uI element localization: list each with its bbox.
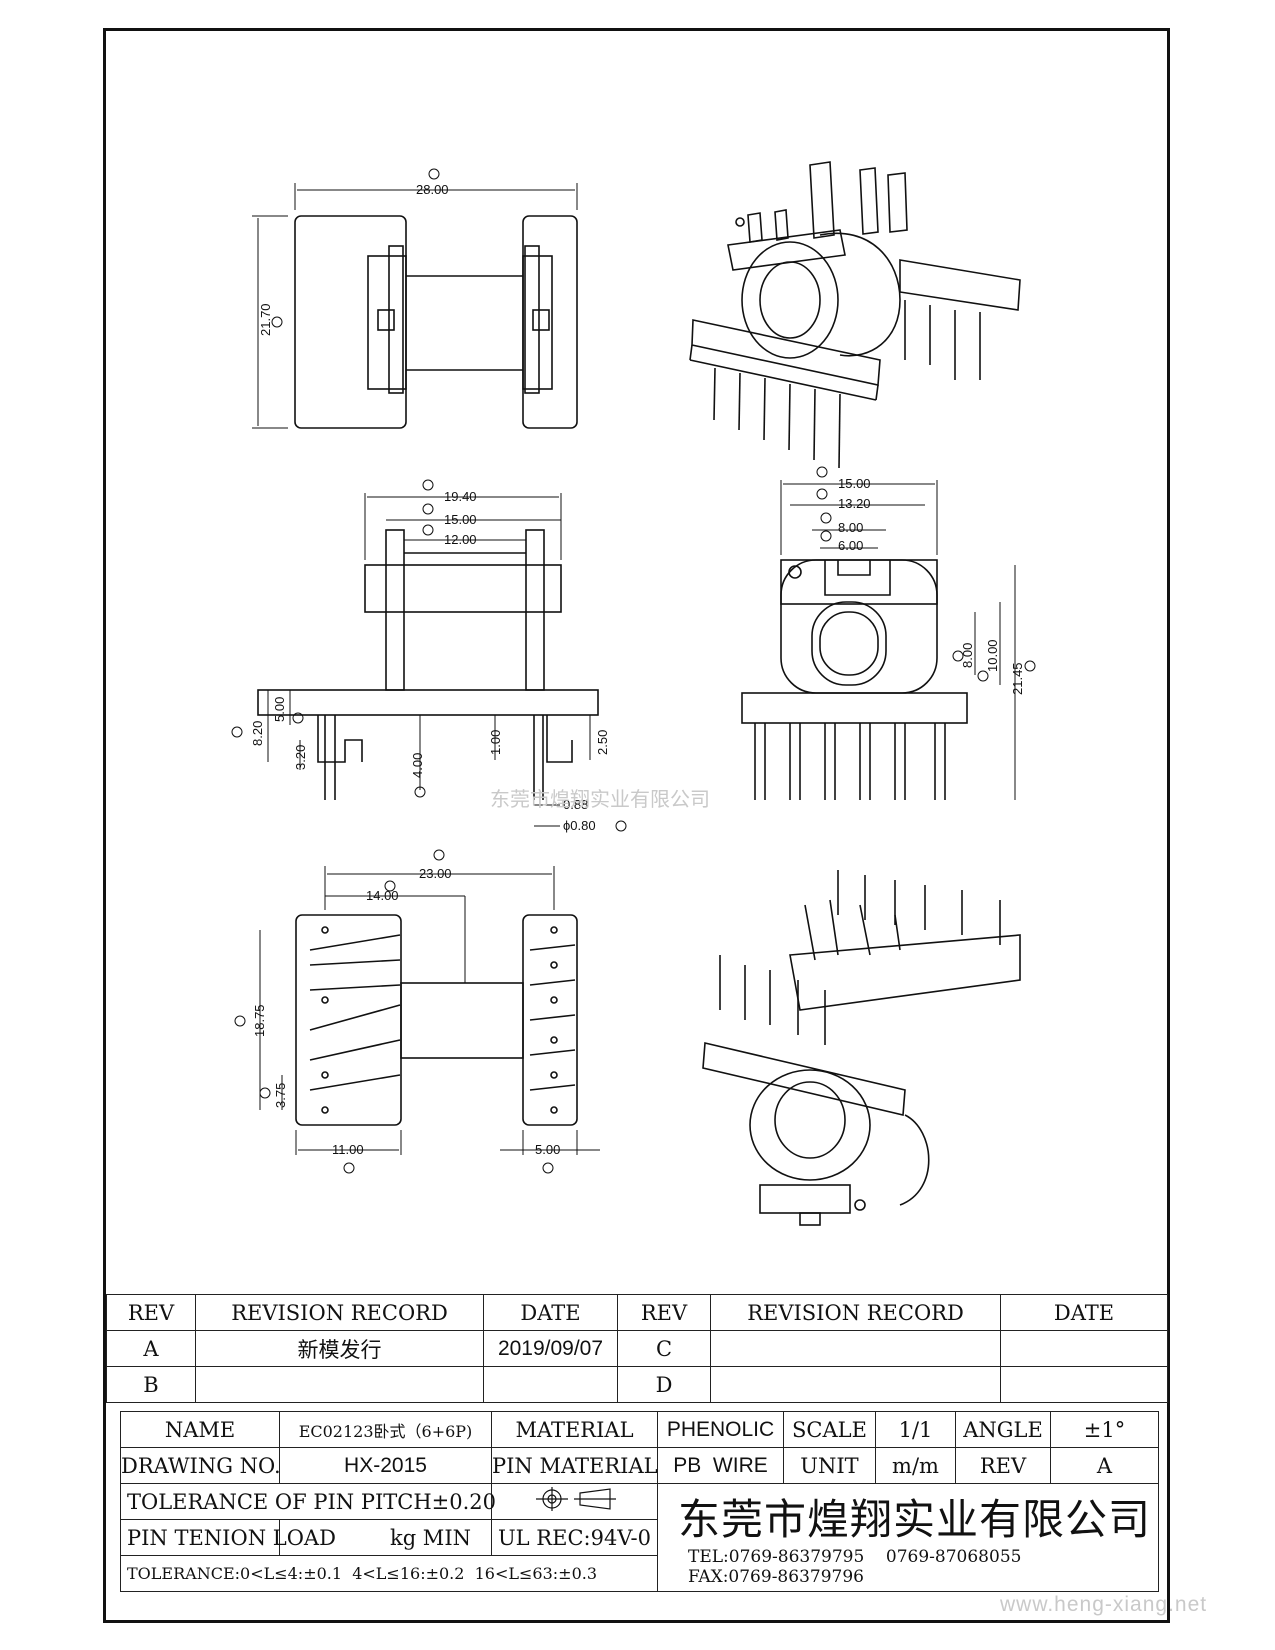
pin-material-value: PB WIRE <box>657 1447 784 1484</box>
company-fax: FAX:0769-86379796 <box>688 1567 864 1587</box>
side-view: 15.00 13.20 8.00 6.00 8.00 10.00 21.45 <box>741 466 1036 800</box>
revision-record-cell <box>195 1366 484 1403</box>
isometric-view-top <box>689 161 1021 469</box>
dim-b: 21.70 <box>258 303 273 336</box>
isometric-view-bottom <box>702 870 1021 1226</box>
drawing-no-label: DRAWING NO. <box>120 1447 281 1484</box>
bottom-view: 23.00 14.00 18.75 3.75 11.00 5.00 <box>234 849 600 1174</box>
rev-cell-2: C <box>617 1330 711 1367</box>
scale-value: 1/1 <box>875 1411 956 1448</box>
revision-record-header: REVISION RECORD <box>195 1294 484 1331</box>
dim-l: 0.88 <box>563 797 588 812</box>
revision-row: A 新模发行 2019/09/07 C <box>106 1330 1168 1367</box>
ul-rec: UL REC:94V-0 <box>491 1519 658 1556</box>
date-header: DATE <box>483 1294 618 1331</box>
dim-j: 1.00 <box>488 730 503 755</box>
rev-header-2: REV <box>617 1294 711 1331</box>
tolerance-pitch: TOLERANCE OF PIN PITCH±0.20 <box>120 1483 496 1520</box>
tolerance-general: TOLERANCE:0<L≤4:±0.1 4<L≤16:±0.2 16<L≤63… <box>120 1555 658 1592</box>
date-header-2: DATE <box>1000 1294 1168 1331</box>
dim-n: 15.00 <box>838 476 871 491</box>
unit-value: m/m <box>875 1447 956 1484</box>
name-label: NAME <box>120 1411 280 1448</box>
revision-table: REV REVISION RECORD DATE REV REVISION RE… <box>106 1294 1168 1403</box>
dim-f: 8.20 <box>250 721 265 746</box>
dim-m: ϕ0.80 <box>563 818 596 833</box>
date-cell: 2019/09/07 <box>483 1330 618 1367</box>
rev-header: REV <box>106 1294 196 1331</box>
rev-cell-2: D <box>617 1366 711 1403</box>
pin-load-unit: kg MIN <box>279 1519 492 1556</box>
pin-material-label: PIN MATERIAL <box>491 1447 658 1484</box>
angle-value: ±1° <box>1050 1411 1159 1448</box>
dim-x: 3.75 <box>273 1083 288 1108</box>
technical-drawing: 28.00 21.70 <box>231 161 1036 1226</box>
dim-u: 23.00 <box>419 866 452 881</box>
rev-cell: B <box>106 1366 196 1403</box>
dim-a: 28.00 <box>416 182 449 197</box>
dim-k: 2.50 <box>595 730 610 755</box>
drawing-no-value: HX-2015 <box>279 1447 492 1484</box>
revision-record-cell: 新模发行 <box>195 1330 484 1367</box>
dim-q: 6.00 <box>838 538 863 553</box>
dim-d: 15.00 <box>444 512 477 527</box>
revision-header-row: REV REVISION RECORD DATE REV REVISION RE… <box>106 1294 1168 1331</box>
scale-label: SCALE <box>783 1411 876 1448</box>
projection-symbol <box>491 1483 658 1520</box>
revision-record-header-2: REVISION RECORD <box>710 1294 1001 1331</box>
dim-w: 18.75 <box>252 1004 267 1037</box>
top-view: 28.00 21.70 <box>252 168 578 429</box>
front-view: 19.40 15.00 12.00 8.20 5.00 4.00 3.20 1.… <box>231 479 627 833</box>
revision-row: B D <box>106 1366 1168 1403</box>
pin-load-label: PIN TENION LOAD <box>120 1519 336 1556</box>
material-label: MATERIAL <box>491 1411 658 1448</box>
drawing-frame <box>103 28 1170 1623</box>
watermark-url: www.heng-xiang.net <box>1000 1593 1208 1616</box>
material-value: PHENOLIC <box>657 1411 784 1448</box>
revision-record-cell-2 <box>710 1330 1001 1367</box>
date-cell-2 <box>1000 1330 1168 1367</box>
revision-record-cell-2 <box>710 1366 1001 1403</box>
rev-value: A <box>1050 1447 1159 1484</box>
watermark-center: 东莞市煌翔实业有限公司 <box>490 789 710 811</box>
name-value: EC02123卧式（6+6P) <box>279 1411 492 1448</box>
dim-i: 3.20 <box>293 745 308 770</box>
company-name: 东莞市煌翔实业有限公司 <box>678 1495 1152 1544</box>
company-block: 东莞市煌翔实业有限公司 TEL:0769-86379795 0769-87068… <box>657 1483 1159 1592</box>
dim-t: 21.45 <box>1010 662 1025 695</box>
date-cell-2 <box>1000 1366 1168 1403</box>
rev-cell: A <box>106 1330 196 1367</box>
dim-r: 8.00 <box>960 643 975 668</box>
angle-label: ANGLE <box>955 1411 1051 1448</box>
company-tel: TEL:0769-86379795 0769-87068055 <box>688 1547 1022 1567</box>
dim-p: 8.00 <box>838 520 863 535</box>
dim-s: 10.00 <box>985 639 1000 672</box>
dim-c: 19.40 <box>444 489 477 504</box>
dim-v: 14.00 <box>366 888 399 903</box>
dim-g: 5.00 <box>272 697 287 722</box>
dim-y: 11.00 <box>332 1142 364 1157</box>
rev-label: REV <box>955 1447 1051 1484</box>
title-block: NAME EC02123卧式（6+6P) MATERIAL PHENOLIC S… <box>120 1411 1159 1592</box>
dim-e: 12.00 <box>444 532 477 547</box>
dim-h: 4.00 <box>410 753 425 778</box>
dim-z: 5.00 <box>535 1142 560 1157</box>
dim-o: 13.20 <box>838 496 871 511</box>
projection-icon <box>535 1487 616 1511</box>
date-cell <box>483 1366 618 1403</box>
unit-label: UNIT <box>783 1447 876 1484</box>
